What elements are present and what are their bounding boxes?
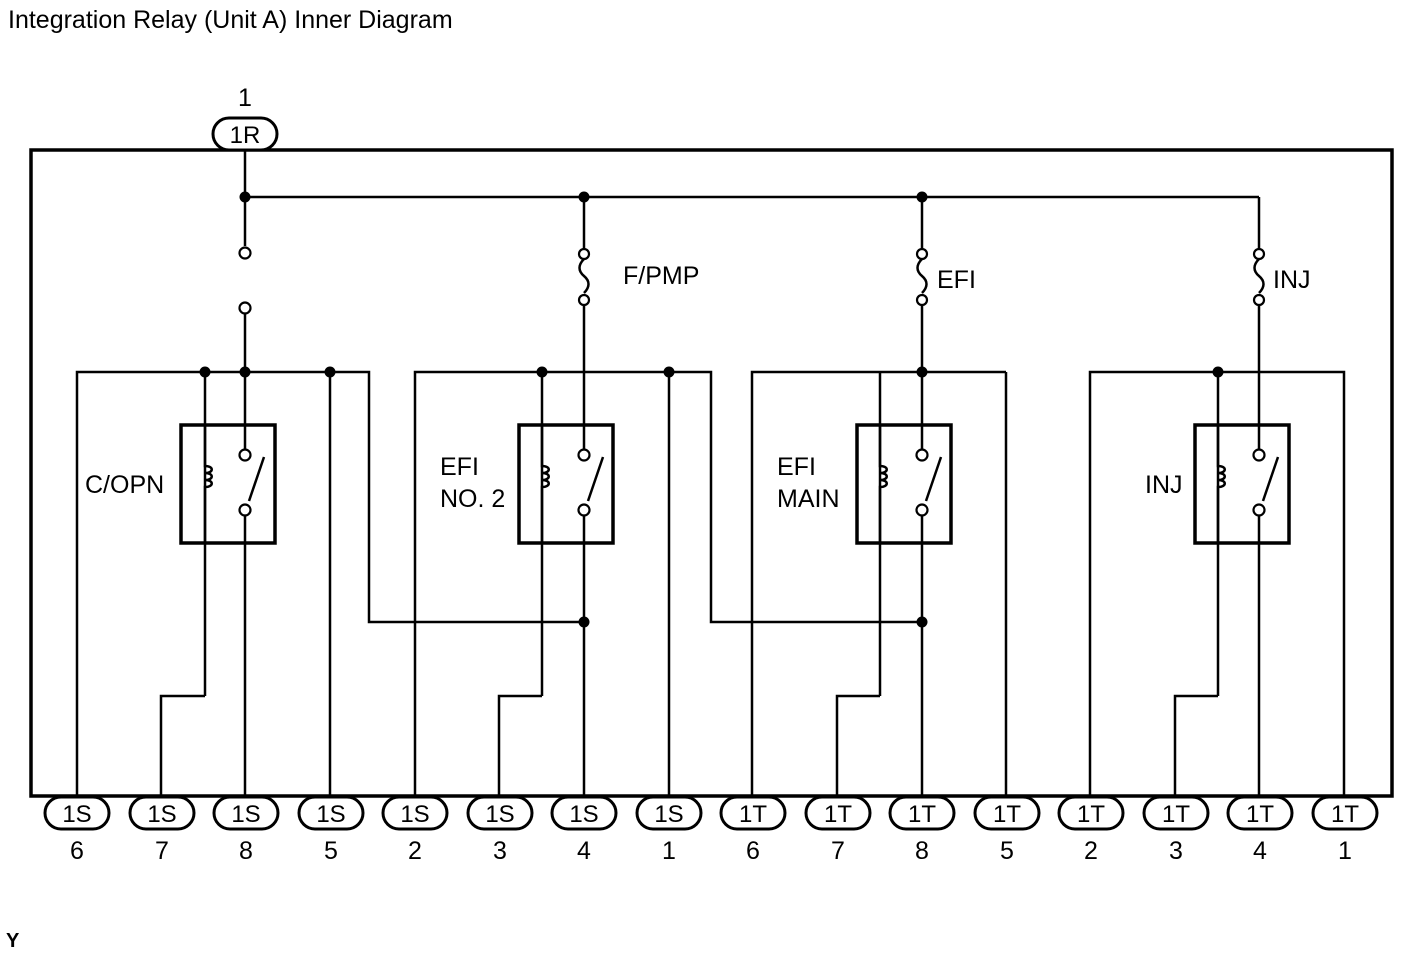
- relay-switch-icon: [915, 448, 943, 517]
- bottom-connector: 1T5: [973, 795, 1041, 865]
- bottom-connector-code: 1S: [62, 801, 91, 828]
- bottom-connector-code: 1T: [824, 801, 852, 828]
- bottom-connector: 1S6: [43, 795, 111, 865]
- relay-efi-no2: [517, 423, 615, 545]
- fuse-f-pmp: [577, 247, 591, 455]
- open-terminal-gap: [238, 246, 252, 372]
- junction-dot: [239, 191, 251, 203]
- top-connector: 1R: [211, 116, 279, 152]
- bottom-connector-pin: 1: [1338, 837, 1352, 865]
- bottom-connector: 1T2: [1057, 795, 1125, 865]
- bottom-connector: 1S7: [128, 795, 196, 865]
- fuse-inj: [1252, 247, 1266, 455]
- top-connector-pin: 1: [238, 84, 252, 112]
- bottom-connector: 1S8: [212, 795, 280, 865]
- relay-efi-main: [855, 423, 953, 545]
- relay-c-opn: [179, 423, 277, 545]
- relay-label-inj: INJ: [1145, 471, 1183, 499]
- bottom-connector-pin: 7: [155, 837, 169, 865]
- bottom-connector-pin: 5: [1000, 837, 1014, 865]
- bottom-connector-code: 1T: [1331, 801, 1359, 828]
- bottom-connector-pin: 2: [1084, 837, 1098, 865]
- bottom-connector: 1S1: [635, 795, 703, 865]
- bottom-connector: 1S5: [297, 795, 365, 865]
- bottom-connector-code: 1S: [400, 801, 429, 828]
- relay-label-efi-no2-line1: EFI: [440, 453, 479, 481]
- bottom-connector-code: 1T: [908, 801, 936, 828]
- bottom-connector-code: 1S: [654, 801, 683, 828]
- relay-switch-icon: [1252, 448, 1280, 517]
- top-connector-code: 1R: [230, 122, 261, 149]
- fuse-efi: [915, 247, 929, 455]
- relay-group-efi-no2-wiring: [413, 370, 922, 795]
- bottom-connector: 1S3: [466, 795, 534, 865]
- relay-inj: [1193, 423, 1291, 545]
- bottom-connector-code: 1S: [147, 801, 176, 828]
- junction-dot: [916, 366, 928, 378]
- main-bus-wire: [243, 150, 1261, 248]
- bottom-connector-row: 1S61S71S81S51S21S31S41S11T61T71T81T51T21…: [43, 795, 1379, 865]
- junction-dot: [536, 366, 548, 378]
- bottom-connector-pin: 6: [746, 837, 760, 865]
- junction-dot: [324, 366, 336, 378]
- bottom-connector-pin: 3: [1169, 837, 1183, 865]
- bottom-connector-pin: 5: [324, 837, 338, 865]
- relay-group-c-opn-wiring: [75, 370, 584, 795]
- bottom-connector-code: 1T: [993, 801, 1021, 828]
- relay-switch-icon: [577, 448, 605, 517]
- bottom-connector-code: 1T: [1246, 801, 1274, 828]
- relay-label-efi-main-line1: EFI: [777, 453, 816, 481]
- junction-dot: [916, 191, 928, 203]
- relay-coil-icon: [203, 425, 213, 543]
- junction-dot: [1212, 366, 1224, 378]
- bottom-connector-pin: 6: [70, 837, 84, 865]
- relay-switch-icon: [238, 448, 266, 517]
- fuse-label-inj: INJ: [1273, 266, 1311, 294]
- bottom-connector-code: 1T: [739, 801, 767, 828]
- junction-dot: [239, 366, 251, 378]
- junction-dot: [578, 191, 590, 203]
- bottom-connector-code: 1S: [316, 801, 345, 828]
- bottom-connector-code: 1S: [569, 801, 598, 828]
- bottom-connector-pin: 3: [493, 837, 507, 865]
- unit-outline: [29, 148, 1394, 798]
- junction-dot: [916, 616, 928, 628]
- bottom-connector-pin: 1: [662, 837, 676, 865]
- relay-coil-icon: [1216, 425, 1226, 543]
- bottom-connector-pin: 4: [1253, 837, 1267, 865]
- bottom-connector: 1T7: [804, 795, 872, 865]
- bottom-connector: 1S2: [381, 795, 449, 865]
- fuse-label-efi: EFI: [937, 266, 976, 294]
- bottom-connector-pin: 8: [239, 837, 253, 865]
- junction-dot: [578, 616, 590, 628]
- relay-coil-icon: [540, 425, 550, 543]
- bottom-connector-code: 1S: [231, 801, 260, 828]
- bottom-connector: 1T3: [1142, 795, 1210, 865]
- junction-dot: [663, 366, 675, 378]
- fuse-label-f-pmp: F/PMP: [623, 262, 699, 290]
- bottom-connector-pin: 7: [831, 837, 845, 865]
- bottom-connector-code: 1T: [1077, 801, 1105, 828]
- bottom-connector: 1T4: [1226, 795, 1294, 865]
- relay-label-efi-main-line2: MAIN: [777, 485, 840, 513]
- relay-label-c-opn: C/OPN: [85, 471, 164, 499]
- junction-dot: [199, 366, 211, 378]
- relay-coil-icon: [878, 425, 888, 543]
- page-title: Integration Relay (Unit A) Inner Diagram: [8, 6, 453, 34]
- footer-code: Y: [6, 930, 20, 952]
- bottom-connector: 1T8: [888, 795, 956, 865]
- bottom-connector: 1T1: [1311, 795, 1379, 865]
- bottom-connector-code: 1T: [1162, 801, 1190, 828]
- bottom-connector-pin: 2: [408, 837, 422, 865]
- relay-label-efi-no2-line2: NO. 2: [440, 485, 505, 513]
- bottom-connector: 1S4: [550, 795, 618, 865]
- bottom-connector-pin: 4: [577, 837, 591, 865]
- bottom-connector: 1T6: [719, 795, 787, 865]
- bottom-connector-pin: 8: [915, 837, 929, 865]
- bottom-connector-code: 1S: [485, 801, 514, 828]
